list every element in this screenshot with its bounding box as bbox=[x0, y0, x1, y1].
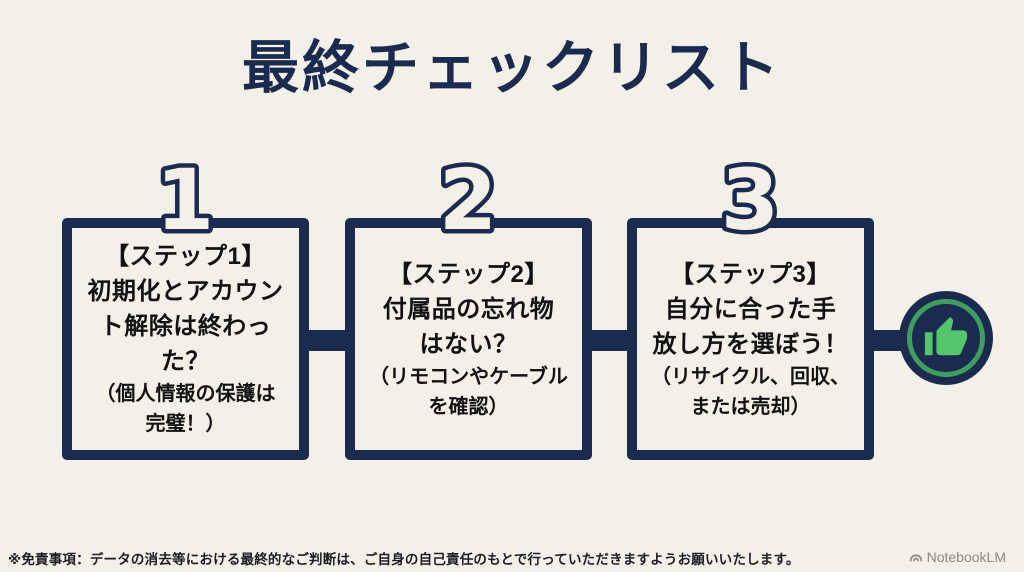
step-1-heading: 【ステップ1】 bbox=[105, 243, 266, 270]
page-title: 最終チェックリスト bbox=[242, 36, 782, 100]
watermark: NotebookLM bbox=[909, 549, 1006, 565]
step-1-note-line: （個人情報の保護は bbox=[95, 383, 276, 405]
connector-step2-step3 bbox=[588, 330, 631, 351]
step-3-number: 3 bbox=[716, 147, 783, 254]
step-1-main-line: 初期化とアカウン bbox=[87, 278, 284, 305]
step-3-note-line: または売却） bbox=[690, 395, 811, 418]
watermark-label: NotebookLM bbox=[926, 549, 1006, 565]
connector-step1-step2 bbox=[305, 330, 349, 351]
step-1-number-text: 1 bbox=[156, 151, 214, 249]
step-2-number-text: 2 bbox=[439, 151, 497, 249]
step-2-note-line: を確認） bbox=[428, 395, 509, 418]
step-2-number: 2 bbox=[434, 147, 501, 254]
step-3-note-line: （リサイクル、回収、 bbox=[651, 365, 850, 388]
disclaimer-text: ※免責事項：データの消去等における最終的なご判断は、ご自身の自己責任のもとで行っ… bbox=[8, 552, 800, 567]
step-3-number-text: 3 bbox=[721, 151, 779, 249]
step-3-main-line: 放し方を選ぼう！ bbox=[652, 330, 849, 358]
step-2-main-line: はない？ bbox=[419, 330, 518, 358]
step-2-note-line: （リモコンやケーブル bbox=[369, 365, 568, 388]
step-3-main-line: 自分に合った手 bbox=[664, 295, 837, 323]
step-1-main-line: ト解除は終わった？ bbox=[99, 313, 272, 375]
step-2-main-line: 付属品の忘れ物 bbox=[382, 295, 555, 323]
step-3-box: 【ステップ3】 自分に合った手 放し方を選ぼう！ （リサイクル、回収、 または売… bbox=[627, 218, 874, 460]
thumbs-up-icon bbox=[924, 316, 968, 356]
result-badge-ring bbox=[907, 299, 985, 377]
step-2-box: 【ステップ2】 付属品の忘れ物 はない？ （リモコンやケーブル を確認） bbox=[345, 218, 592, 460]
step-3-heading: 【ステップ3】 bbox=[670, 260, 831, 288]
step-1-box: 【ステップ1】 初期化とアカウン ト解除は終わった？ （個人情報の保護は 完璧！… bbox=[62, 218, 309, 460]
notebooklm-logo-icon bbox=[909, 554, 922, 562]
step-2-heading: 【ステップ2】 bbox=[388, 260, 549, 288]
result-badge bbox=[899, 291, 993, 385]
step-1-number: 1 bbox=[151, 147, 218, 254]
step-1-note-line: 完璧！） bbox=[145, 413, 226, 435]
